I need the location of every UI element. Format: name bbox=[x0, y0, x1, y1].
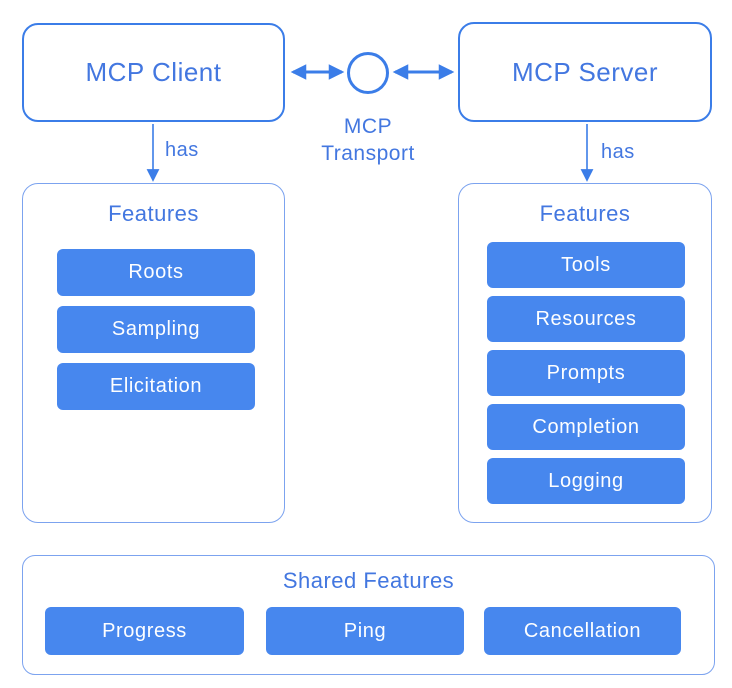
feature-chip-cancellation: Cancellation bbox=[484, 607, 681, 655]
mcp-transport-label: MCP Transport bbox=[321, 115, 415, 165]
feature-chip-progress: Progress bbox=[45, 607, 244, 655]
feature-chip-tools: Tools bbox=[487, 242, 685, 288]
feature-chip-ping: Ping bbox=[266, 607, 464, 655]
client-has-label: has bbox=[165, 139, 199, 161]
shared-features-title: Shared Features bbox=[282, 568, 455, 593]
feature-chip-resources: Resources bbox=[487, 296, 685, 342]
server-has-label: has bbox=[601, 141, 635, 163]
mcp-server-node: MCP Server bbox=[458, 22, 712, 122]
server-features-title: Features bbox=[539, 201, 631, 226]
server-features-panel: Features Tools Resources Prompts Complet… bbox=[458, 183, 712, 523]
mcp-client-node: MCP Client bbox=[22, 23, 285, 122]
shared-features-panel: Shared Features Progress Ping Cancellati… bbox=[22, 555, 715, 675]
client-features-panel: Features Roots Sampling Elicitation bbox=[22, 183, 285, 523]
feature-chip-elicitation: Elicitation bbox=[57, 363, 255, 410]
mcp-server-label: MCP Server bbox=[511, 56, 659, 87]
feature-chip-prompts: Prompts bbox=[487, 350, 685, 396]
feature-chip-logging: Logging bbox=[487, 458, 685, 504]
feature-chip-completion: Completion bbox=[487, 404, 685, 450]
client-features-title: Features bbox=[108, 201, 199, 226]
mcp-transport-node bbox=[347, 52, 389, 94]
mcp-client-label: MCP Client bbox=[85, 57, 222, 87]
feature-chip-roots: Roots bbox=[57, 249, 255, 296]
feature-chip-sampling: Sampling bbox=[57, 306, 255, 353]
